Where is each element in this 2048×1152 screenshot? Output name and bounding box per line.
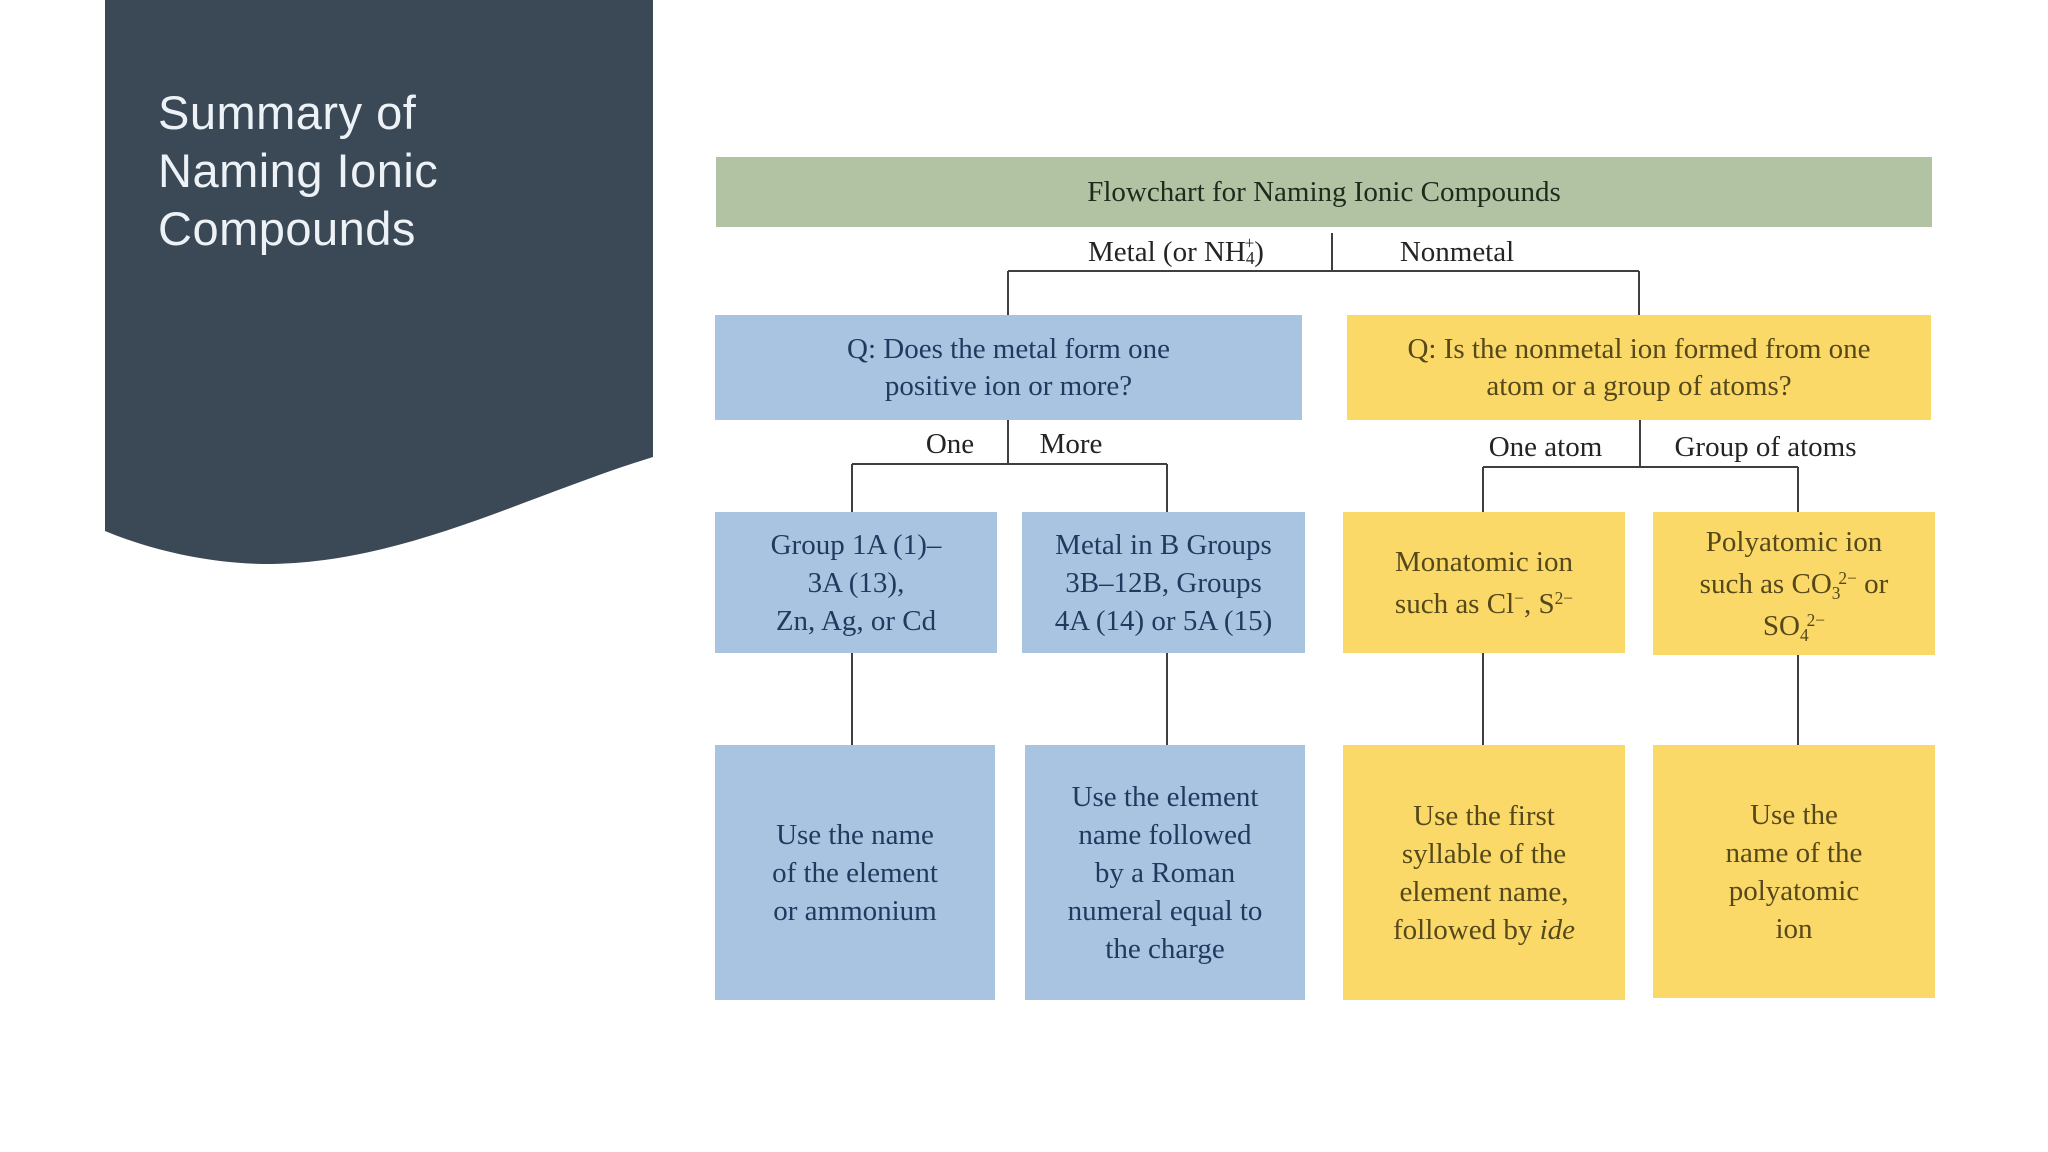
monatomic-formula-line: such as Cl−, S2− (1394, 587, 1574, 620)
polyatomic-ion-box: Polyatomic ion such as CO32− or SO42− (1653, 512, 1935, 655)
group-1a-box: Group 1A (1)– 3A (13), Zn, Ag, or Cd (715, 512, 997, 653)
formula-subscript: 4 (1799, 624, 1809, 645)
one-label: One (925, 427, 975, 460)
use-roman-numeral-box: Use the element name followed by a Roman… (1025, 745, 1305, 1000)
one-atom-label: One atom (1488, 430, 1603, 463)
group-of-atoms-label: Group of atoms (1674, 430, 1857, 463)
sidebar-wave-shape (105, 0, 653, 565)
metal-b-groups-box: Metal in B Groups 3B–12B, Groups 4A (14)… (1022, 512, 1305, 653)
polyatomic-formula-line: SO42− (1762, 609, 1826, 645)
formula-superscript: 2− (1806, 609, 1826, 630)
formula-superscript: − (1514, 587, 1524, 608)
use-element-name-box: Use the name of the element or ammonium (715, 745, 995, 1000)
metal-label-text: Metal (or NH (1088, 235, 1246, 268)
formula-superscript: 2− (1838, 567, 1857, 588)
metal-question-box: Q: Does the metal form one positive ion … (715, 315, 1302, 420)
use-polyatomic-name-box: Use the name of the polyatomic ion (1653, 745, 1935, 998)
monatomic-ion-box: Monatomic ion such as Cl−, S2− (1343, 512, 1625, 653)
slide-title-line: Naming Ionic (158, 144, 439, 197)
slide-title: Summary of Naming Ionic Compounds (158, 84, 438, 258)
polyatomic-formula-line: such as CO32− or (1699, 567, 1889, 603)
flowchart-header-bar: Flowchart for Naming Ionic Compounds (716, 157, 1932, 227)
formula-subscript: 3 (1831, 582, 1841, 603)
formula-superscript: 2− (1554, 587, 1574, 608)
nonmetal-branch-label: Nonmetal (1399, 235, 1515, 268)
nonmetal-question-box: Q: Is the nonmetal ion formed from one a… (1347, 315, 1931, 420)
more-label: More (1039, 427, 1103, 460)
ide-italic-text: ide (1539, 913, 1576, 946)
slide-title-line: Compounds (158, 202, 416, 255)
ide-italic-line: followed by ide (1392, 913, 1576, 946)
use-ide-suffix-box: Use the first syllable of the element na… (1343, 745, 1625, 1000)
metal-label-text: ) (1254, 235, 1264, 268)
slide-title-line: Summary of (158, 86, 417, 139)
flowchart-header-text: Flowchart for Naming Ionic Compounds (1087, 175, 1561, 208)
